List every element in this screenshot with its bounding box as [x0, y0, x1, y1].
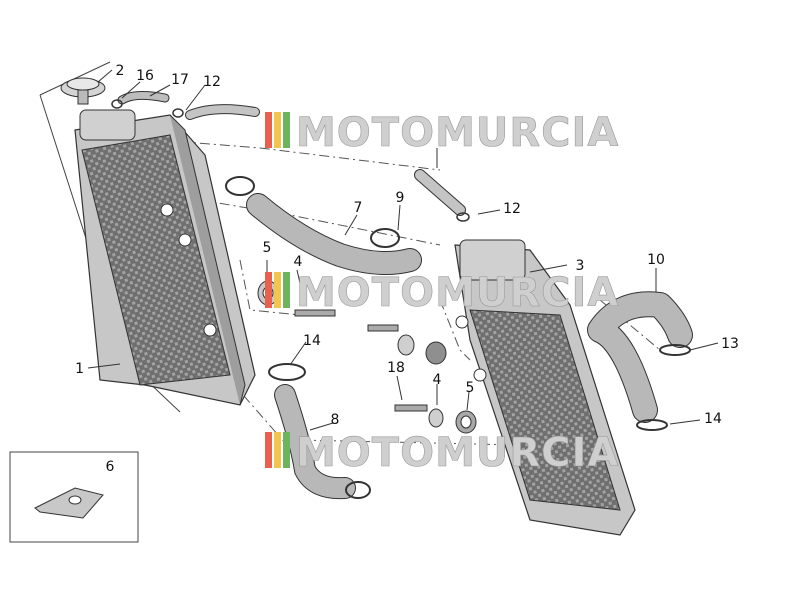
callout-3: 3: [576, 258, 585, 274]
callout-labels: 1 2 16 17 12 3 12 7 9 5 4 14 18 4 5 8 10…: [75, 63, 739, 475]
overflow-hose-lower: [414, 169, 470, 222]
right-radiator: [454, 239, 636, 536]
left-radiator: [74, 109, 256, 406]
callout-2: 2: [116, 63, 125, 79]
callout-6: 6: [106, 459, 115, 475]
hose-10: [587, 291, 693, 431]
callout-14-left: 14: [303, 333, 321, 349]
callout-1: 1: [75, 361, 84, 377]
small-hose-17: [111, 90, 184, 118]
callout-9: 9: [396, 190, 405, 206]
callout-4-right: 4: [433, 372, 442, 388]
callout-5-left: 5: [263, 240, 272, 256]
inset-part-6: [9, 451, 139, 543]
callout-5-right: 5: [466, 380, 475, 396]
callout-16: 16: [136, 68, 154, 84]
leader-lines: [87, 69, 719, 431]
callout-17: 17: [171, 72, 189, 88]
hose-8: [268, 363, 371, 500]
watermark-text-middle: MOTOMURCIA: [296, 270, 619, 316]
connecting-hose-7: [225, 176, 422, 275]
callout-13: 13: [721, 336, 739, 352]
fastener-set-right: [394, 404, 477, 434]
callout-12-top: 12: [203, 74, 221, 90]
callout-7: 7: [354, 200, 363, 216]
radiator-cap: [60, 77, 106, 105]
callout-18: 18: [387, 360, 405, 376]
watermark-middle: MOTOMURCIA: [265, 270, 619, 316]
watermark-top: MOTOMURCIA: [265, 110, 619, 156]
callout-12-right: 12: [503, 201, 521, 217]
watermark-text-top: MOTOMURCIA: [296, 110, 619, 156]
callout-14-right: 14: [704, 411, 722, 427]
watermark-bottom: MOTOMURCIA: [265, 430, 619, 476]
watermark-text-bottom: MOTOMURCIA: [296, 430, 619, 476]
callout-8: 8: [331, 412, 340, 428]
overflow-hose-upper: [185, 104, 260, 120]
callout-10: 10: [647, 252, 665, 268]
callout-4-left: 4: [294, 254, 303, 270]
